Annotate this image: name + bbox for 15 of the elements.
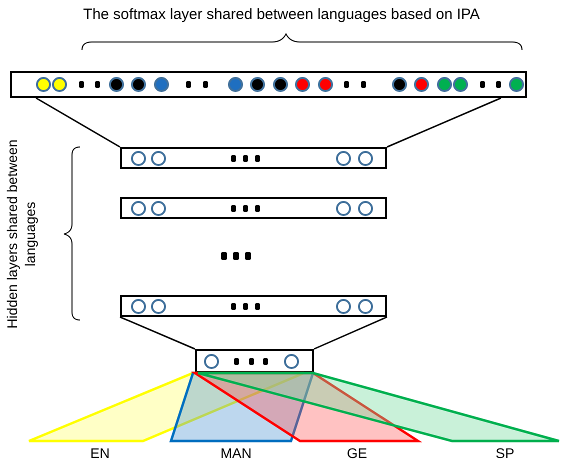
layer-box	[195, 349, 314, 373]
layer-box	[120, 197, 387, 219]
language-label: SP	[494, 445, 516, 461]
connector-line	[314, 316, 388, 350]
heading-text: The softmax layer shared between languages based on IPA	[82, 6, 481, 23]
layer-box	[120, 147, 387, 169]
language-label: GE	[346, 445, 368, 461]
layer-box	[120, 295, 387, 317]
connector-line	[36, 97, 120, 148]
language-label: MAN	[219, 445, 253, 461]
language-label: EN	[89, 445, 111, 461]
connector-line	[120, 316, 196, 350]
connector-line	[386, 97, 502, 148]
layer-box	[10, 71, 527, 98]
axis-note: Hidden layers shared between languages	[3, 139, 39, 329]
